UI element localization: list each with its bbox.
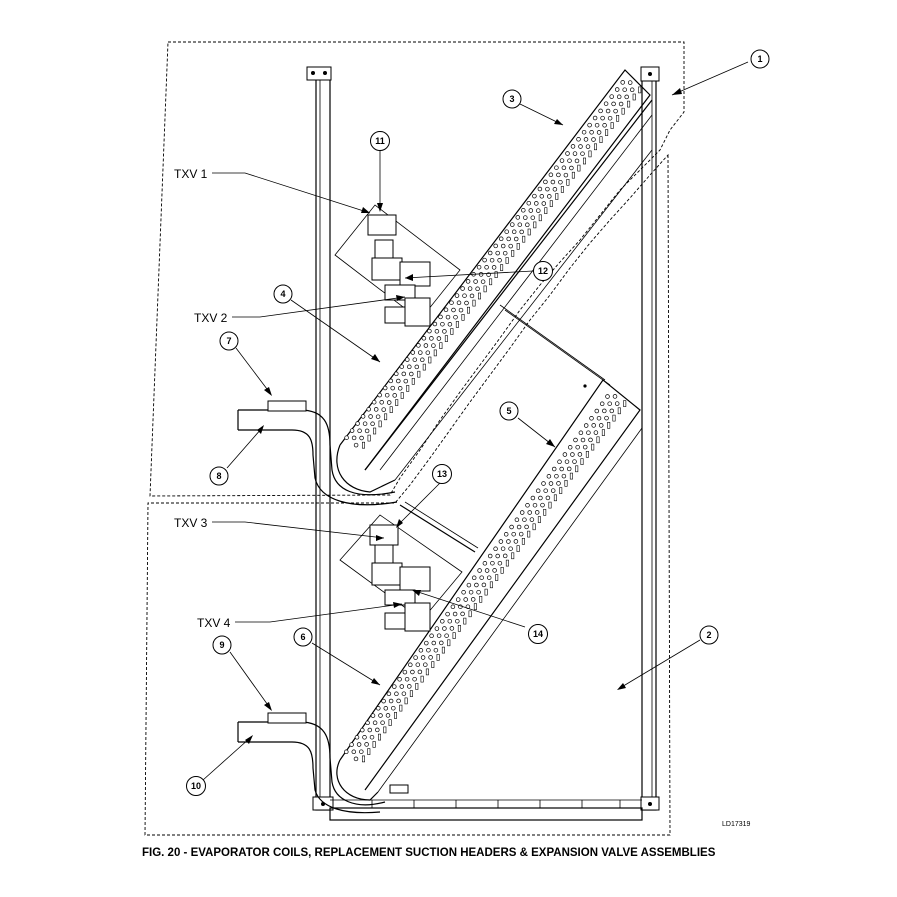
svg-text:3: 3: [509, 94, 514, 104]
svg-text:10: 10: [191, 781, 201, 791]
callout-1: 1: [750, 49, 770, 69]
svg-text:7: 7: [226, 336, 231, 346]
svg-text:4: 4: [280, 289, 285, 299]
svg-text:9: 9: [219, 640, 224, 650]
callout-3: 3: [502, 89, 522, 109]
svg-text:14: 14: [533, 629, 543, 639]
lower-section-boundary: [144, 153, 671, 836]
svg-text:1: 1: [757, 54, 762, 64]
upper-txv-housing: [334, 204, 461, 327]
upper-section-boundary: [149, 41, 685, 497]
callout-8: 8: [209, 466, 229, 486]
callout-4: 4: [273, 284, 293, 304]
svg-text:5: 5: [506, 406, 511, 416]
callout-6: 6: [293, 627, 313, 647]
callout-11: 11: [370, 131, 390, 151]
svg-text:12: 12: [538, 266, 548, 276]
lower-suction-header: [237, 712, 409, 814]
callout-14: 14: [528, 624, 548, 644]
svg-text:13: 13: [437, 469, 447, 479]
callout-12: 12: [533, 261, 553, 281]
callout-10: 10: [186, 776, 206, 796]
left-post: [306, 66, 334, 811]
upper-coil: [336, 69, 653, 493]
svg-text:6: 6: [300, 632, 305, 642]
callout-2: 2: [699, 625, 719, 645]
txv4-label: TXV 4: [197, 616, 231, 630]
drawing-code: LD17319: [722, 821, 751, 828]
callout-5: 5: [499, 401, 519, 421]
lower-coil: [336, 379, 643, 801]
svg-text:8: 8: [216, 471, 221, 481]
txv2-label: TXV 2: [194, 311, 228, 325]
drain-pan: [329, 799, 643, 821]
callout-7: 7: [219, 331, 239, 351]
txv1-label: TXV 1: [174, 167, 208, 181]
callout-13: 13: [432, 464, 452, 484]
figure-caption: FIG. 20 - EVAPORATOR COILS, REPLACEMENT …: [142, 847, 716, 859]
baffle-panel: [399, 304, 611, 553]
leader-lines: [202, 61, 749, 781]
right-post: [640, 66, 660, 811]
svg-text:11: 11: [375, 136, 385, 146]
lower-txv-housing: [339, 514, 463, 632]
upper-suction-header: [237, 400, 398, 506]
txv3-label: TXV 3: [174, 516, 208, 530]
coil-fin-holes: [344, 80, 642, 763]
svg-text:2: 2: [706, 630, 711, 640]
callout-9: 9: [212, 635, 232, 655]
